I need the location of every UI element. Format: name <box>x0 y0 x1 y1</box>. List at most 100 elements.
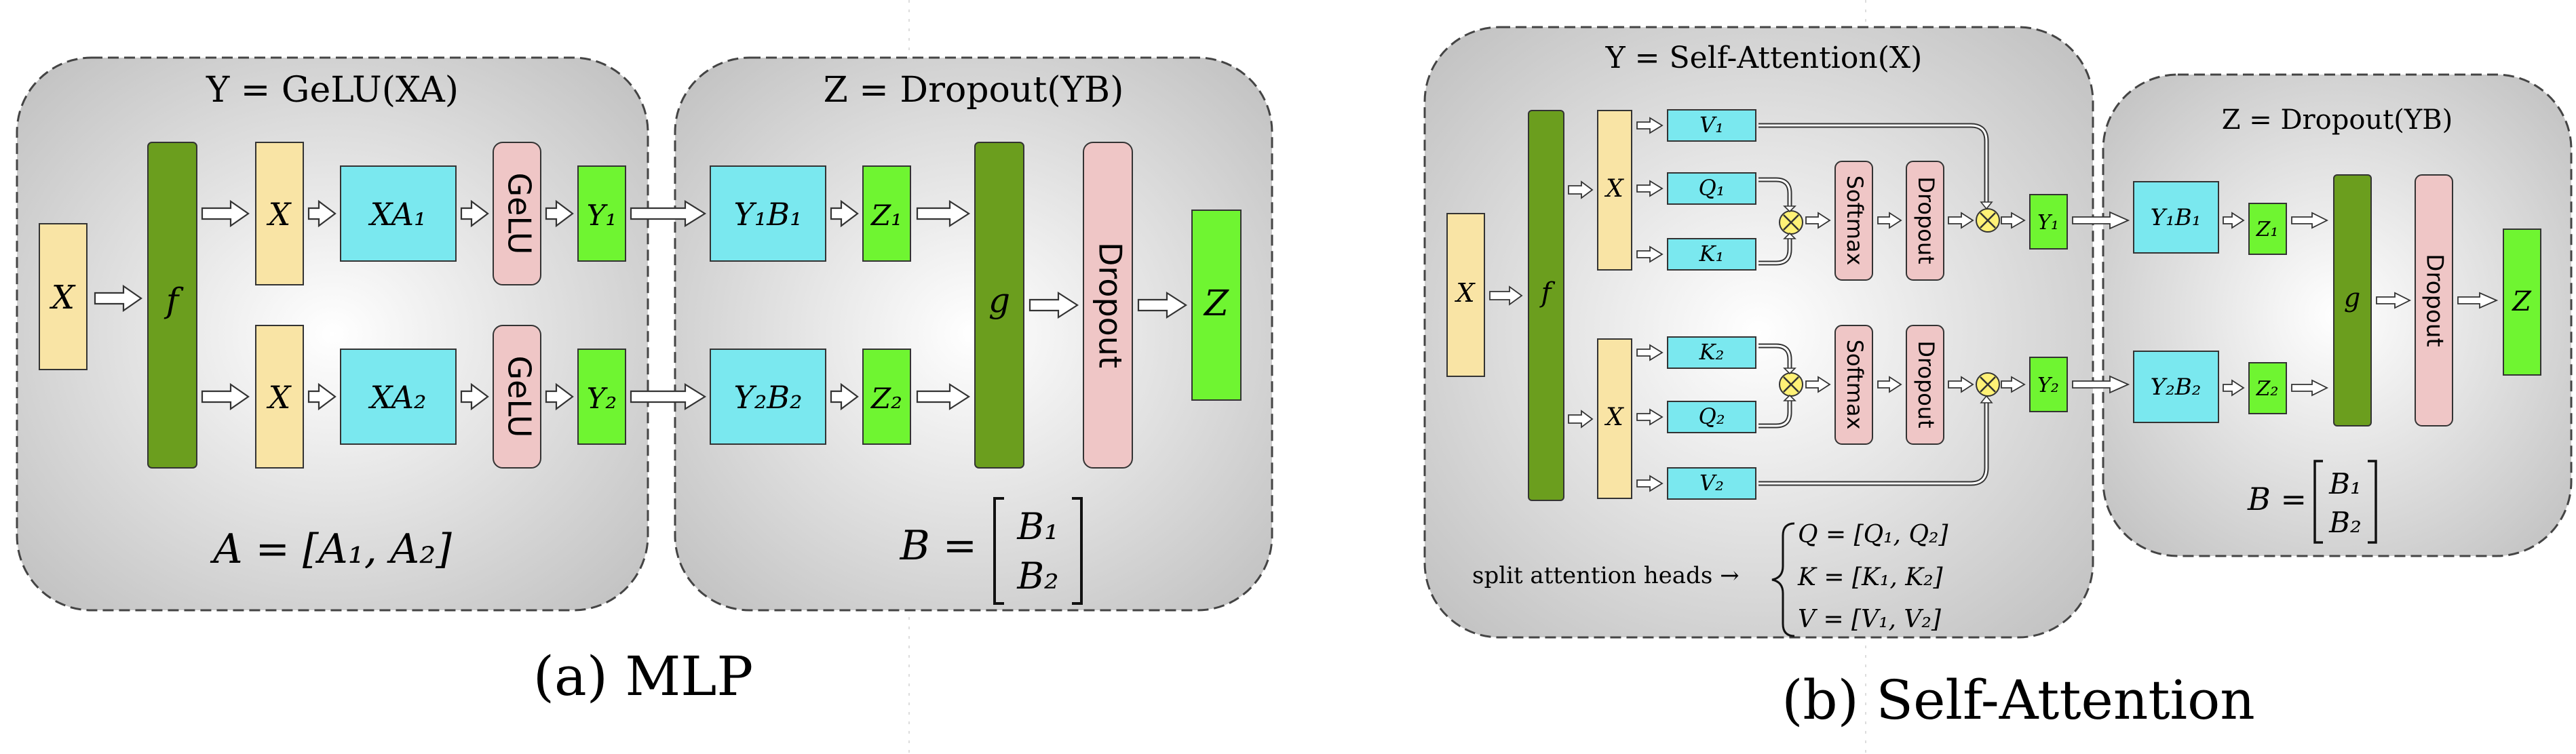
attn-yb2-label: Y₂B₂ <box>2151 374 2202 401</box>
arrowhead-icon <box>1783 394 1796 401</box>
attn-yb2-box <box>2133 351 2219 423</box>
mlp-input-x-label: X <box>49 279 76 317</box>
mlp-xa1-label: XA₁ <box>368 196 427 233</box>
arrow-icon <box>460 382 489 411</box>
attn-matrix-bottom: B₂ <box>2328 506 2362 539</box>
arrowhead-icon <box>1783 232 1796 239</box>
attn-split-q: Q = [Q₁, Q₂] <box>1798 521 1948 549</box>
mlp-arrows <box>94 199 1188 411</box>
mlp-dropout-title: Z = Dropout(YB) <box>824 70 1124 111</box>
arrow-icon <box>830 382 859 411</box>
attn-yb1-label: Y₁B₁ <box>2151 204 2202 231</box>
attn-dropout-title: Z = Dropout(YB) <box>2222 104 2453 136</box>
mlp-matrix-bracket-left <box>993 497 1004 605</box>
arrow-icon <box>1137 291 1188 319</box>
mlp-caption: (a) MLP <box>533 645 753 708</box>
attn-y2-box <box>2029 357 2068 412</box>
arrow-icon <box>1636 475 1664 492</box>
mlp-xa2-label: XA₂ <box>368 379 427 416</box>
mlp-gelu1-label: GeLU <box>501 173 538 255</box>
attn-k1-box <box>1667 238 1756 271</box>
attn-v-multiply-2 <box>1976 372 2000 397</box>
arrowhead-icon <box>1980 201 1993 210</box>
arrow-icon <box>2223 379 2245 397</box>
arrow-icon <box>1636 344 1664 361</box>
arrow-icon <box>94 284 142 313</box>
mlp-gelu1-box <box>493 142 541 285</box>
attn-connectors-fill <box>1758 124 1988 485</box>
arrowhead-icon <box>1980 395 1993 403</box>
mlp-f-box <box>147 142 197 469</box>
attn-title: Y = Self-Attention(X) <box>1605 41 1923 75</box>
arrow-icon <box>1877 376 1902 393</box>
arrow-icon <box>2291 379 2329 397</box>
attn-connector-heads <box>1783 201 1993 403</box>
arrow-icon <box>916 199 971 228</box>
attn-split-brace <box>1771 522 1795 637</box>
attn-v-multiply-1 <box>1976 208 2000 233</box>
mlp-x1-box <box>255 142 304 285</box>
attn-dropout1-label: Dropout <box>1913 176 1939 264</box>
attn-split-v: V = [V₁, V₂] <box>1798 606 1942 633</box>
mlp-gelu-title: Y = GeLU(XA) <box>206 70 459 111</box>
attn-z1-box <box>2248 203 2287 255</box>
mlp-matrix-bracket-right <box>1072 497 1083 605</box>
arrow-icon <box>2223 212 2245 229</box>
arrow-icon <box>1636 180 1664 197</box>
multiply-cross <box>1980 376 1996 393</box>
attn-k2-box <box>1667 336 1756 369</box>
mlp-x2-label: X <box>267 379 292 416</box>
arrow-icon <box>1029 291 1079 319</box>
arrow-icon <box>916 382 971 411</box>
multiply-cross <box>1783 376 1799 393</box>
attn-input-x-label: X <box>1454 278 1476 308</box>
mlp-z-label: Z <box>1203 283 1229 324</box>
attn-b-formula-lhs: B = <box>2247 481 2307 517</box>
mlp-dropout-label: Dropout <box>1092 242 1129 368</box>
attn-softmax1-box <box>1834 161 1873 281</box>
arrow-icon <box>1636 245 1664 263</box>
attn-x2-label: X <box>1604 403 1624 431</box>
attn-z-box <box>2503 229 2541 376</box>
attn-q1-label: Q₁ <box>1698 175 1725 201</box>
mlp-matrix-bottom: B₂ <box>1016 555 1058 597</box>
mlp-a-formula: A = [A₁, A₂] <box>210 525 452 573</box>
attn-caption: (b) Self-Attention <box>1782 669 2255 732</box>
arrow-icon <box>2001 212 2026 229</box>
mlp-gelu2-box <box>493 325 541 469</box>
multiply-cross <box>1980 212 1996 229</box>
arrow-icon <box>2457 292 2499 309</box>
attn-v2-box <box>1667 467 1756 500</box>
attn-qk-multiply-2 <box>1779 372 1803 397</box>
mlp-z-box <box>1191 210 1242 401</box>
mlp-yb1-label: Y₁B₁ <box>733 196 802 233</box>
multiply-cross <box>1783 214 1799 231</box>
mlp-z2-box <box>862 349 911 445</box>
mlp-y1-box <box>577 165 626 262</box>
attn-arrows <box>1489 117 2499 492</box>
arrow-icon <box>2001 376 2026 393</box>
attn-matrix-bracket-right <box>2368 460 2377 544</box>
attn-y1-box <box>2029 194 2068 250</box>
attn-yb1-box <box>2133 181 2219 254</box>
arrow-icon <box>545 382 574 411</box>
mlp-matrix-top: B₁ <box>1016 505 1058 548</box>
attn-k1-label: K₁ <box>1699 241 1725 266</box>
attn-self-attention-panel <box>1423 26 2094 639</box>
arrow-icon <box>1636 408 1664 426</box>
attn-qk-multiply-1 <box>1779 210 1803 235</box>
attn-v2-label: V₂ <box>1699 470 1724 496</box>
attn-y1-label: Y₁ <box>2037 211 2059 235</box>
arrow-icon <box>460 199 489 228</box>
mlp-dropout-box <box>1083 142 1133 469</box>
attn-split-label: split attention heads → <box>1472 562 1739 589</box>
arrow-icon <box>630 383 707 410</box>
arrow-icon <box>201 199 250 228</box>
mlp-y1-label: Y₁ <box>587 199 617 232</box>
arrow-icon <box>1636 117 1664 134</box>
attn-f-box <box>1528 110 1564 501</box>
attn-dropout1-box <box>1906 161 1944 281</box>
mlp-yb2-label: Y₂B₂ <box>733 379 802 416</box>
mlp-xa1-box <box>340 165 457 262</box>
